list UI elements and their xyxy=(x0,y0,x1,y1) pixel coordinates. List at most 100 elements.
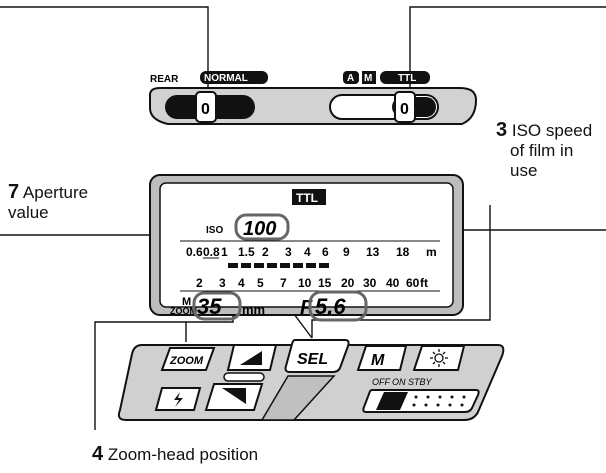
callout-aperture-line2: value xyxy=(8,203,49,222)
normal-label: NORMAL xyxy=(204,73,248,84)
range-bar-segment-4 xyxy=(280,263,290,268)
range-bar-segment-5 xyxy=(293,263,303,268)
scale-m-tick-2: 1 xyxy=(221,245,228,259)
range-bar-segment-7 xyxy=(319,263,329,268)
leader-mode-switch xyxy=(409,6,606,90)
down-button[interactable] xyxy=(204,383,264,411)
mode-switch-knob-glyph: 0 xyxy=(400,101,409,118)
iso-label: ISO xyxy=(206,225,223,236)
scale-ft-tick-2: 4 xyxy=(238,276,245,290)
callout-iso-line1: ISO speed xyxy=(511,121,593,140)
callout-iso-number: 3 xyxy=(496,119,508,141)
scale-ft-tick-8: 30 xyxy=(363,276,377,290)
scale-m-tick-5: 3 xyxy=(285,245,292,259)
scale-ft-tick-7: 20 xyxy=(341,276,355,290)
scale-ft-tick-1: 3 xyxy=(219,276,226,290)
switch-panel: REAR NORMAL A M TTL 0 0 xyxy=(149,71,478,125)
zoom-value-outline xyxy=(192,291,242,321)
power-on-label: ON xyxy=(392,377,406,387)
callout-zoom-line1: Zoom-head position xyxy=(107,445,259,464)
zoom-m-indicator: M xyxy=(182,296,191,308)
mode-a-label: A xyxy=(347,73,354,84)
scale-m-tick-8: 9 xyxy=(343,245,350,259)
ttl-badge xyxy=(292,189,326,205)
scale-ft-tick-6: 15 xyxy=(318,276,332,290)
range-bar-segment-3 xyxy=(267,263,277,268)
normal-badge xyxy=(200,71,268,84)
scale-m-tick-7: 6 xyxy=(322,245,329,259)
triangle-up-icon xyxy=(240,351,262,365)
callout-zoom-number: 4 xyxy=(92,443,104,465)
m-button[interactable]: M xyxy=(356,345,408,371)
sel-button[interactable]: SEL xyxy=(284,339,350,373)
iso-value: 100 xyxy=(243,218,276,240)
callout-iso: 3 ISO speed of film in use xyxy=(496,120,592,181)
mode-switch-knob[interactable] xyxy=(394,91,416,123)
callout-zoom: 4 Zoom-head position xyxy=(92,444,258,465)
flash-range-bar-graph xyxy=(228,263,329,268)
range-bar-segment-6 xyxy=(306,263,316,268)
power-switch-knob xyxy=(376,392,408,410)
range-bar-segment-2 xyxy=(254,263,264,268)
iso-value-outline xyxy=(234,213,290,241)
zoom-value: 35 xyxy=(197,294,222,319)
leader-sel xyxy=(311,205,491,338)
aperture-value-outline xyxy=(308,290,368,322)
mode-ttl-label: TTL xyxy=(398,73,416,84)
callout-aperture-number: 7 xyxy=(8,181,20,203)
mode-badge-a xyxy=(343,71,359,84)
triangle-down-icon xyxy=(222,388,246,404)
scale-ft-tick-10: 60 xyxy=(406,276,420,290)
zoom-unit: mm xyxy=(242,302,265,317)
ttl-badge-label: TTL xyxy=(296,191,318,205)
up-button[interactable] xyxy=(226,344,278,371)
callout-aperture: 7 Aperture value xyxy=(8,182,88,223)
scale-m-tick-1: 0.8 xyxy=(203,245,220,259)
zoom-button-label: ZOOM xyxy=(169,355,204,367)
sun-icon xyxy=(430,349,448,367)
rear-switch-knob-glyph: 0 xyxy=(201,101,210,118)
scale-ft-tick-5: 10 xyxy=(298,276,312,290)
scale-m-tick-9: 13 xyxy=(366,245,380,259)
scale-m-tick-6: 4 xyxy=(304,245,311,259)
scale-ft-tick-3: 5 xyxy=(257,276,264,290)
sel-plate xyxy=(260,375,336,421)
aperture-value: 5.6 xyxy=(315,294,346,319)
scale-m-tick-4: 2 xyxy=(262,245,269,259)
power-switch-dots xyxy=(412,395,466,407)
power-stby-label: STBY xyxy=(408,377,433,387)
flash-button[interactable] xyxy=(154,387,202,411)
scale-ft-tick-9: 40 xyxy=(386,276,400,290)
range-bar-segment-0 xyxy=(228,263,238,268)
scale-ft-tick-0: 2 xyxy=(196,276,203,290)
power-off-label: OFF xyxy=(372,377,390,387)
up-down-separator xyxy=(223,372,265,382)
zoom-button[interactable]: ZOOM xyxy=(160,347,216,371)
rear-switch-knob[interactable] xyxy=(195,91,217,123)
scale-ft-tick-4: 7 xyxy=(280,276,287,290)
power-switch[interactable] xyxy=(362,389,480,413)
range-bar-segment-1 xyxy=(241,263,251,268)
sel-button-label: SEL xyxy=(297,351,328,368)
callout-iso-line3: use xyxy=(510,161,538,180)
scale-m-tick-0: 0.6 xyxy=(186,245,203,259)
leader-rear-switch xyxy=(0,6,209,90)
unit-m: m xyxy=(426,245,437,259)
mode-badge-ttl xyxy=(380,71,430,84)
unit-ft: ft xyxy=(420,276,428,290)
mode-m-label: M xyxy=(364,73,372,84)
m-button-label: M xyxy=(371,352,385,369)
scale-m-tick-3: 1.5 xyxy=(238,245,255,259)
rear-label: REAR xyxy=(150,74,179,85)
callout-iso-line2: of film in xyxy=(510,141,574,160)
callout-aperture-line1: Aperture xyxy=(22,183,89,202)
lcd-screen xyxy=(159,182,454,308)
lightning-icon xyxy=(174,392,183,407)
light-button[interactable] xyxy=(412,345,466,371)
button-panel: ZOOM SEL M xyxy=(117,339,505,421)
zoom-label: ZOOM xyxy=(170,306,197,316)
